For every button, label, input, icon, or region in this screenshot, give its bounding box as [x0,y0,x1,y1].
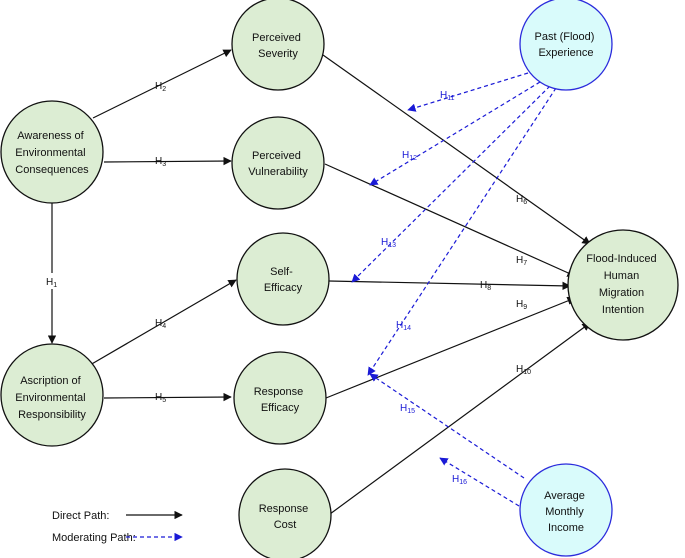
label-h10: H10 [516,364,531,376]
label-h5: H5 [155,392,166,404]
node-response-cost: Response Cost [238,468,332,558]
path-h13 [351,85,551,283]
path-h3 [103,156,232,166]
hypothesis-labels: H1 H2 H3 H4 H5 H6 H7 H8 H9 H10 H11 H12 H… [40,81,531,486]
svg-text:Ascription of Environmen: Ascription of Environmental Responsibili… [15,375,88,421]
path-h16 [439,457,520,507]
path-h9 [325,296,576,399]
svg-text:Perceived Vulnerability: Perceived Vulnerability [248,150,308,178]
node-ascription: Ascription of Environmental Responsibili… [0,343,104,447]
svg-text:Average Monthly In: Average Monthly Income [544,490,588,534]
path-h2 [92,49,232,119]
label-h15: H15 [400,403,415,415]
path-h5 [103,392,232,402]
label-h8: H8 [480,280,491,292]
svg-text:Past (Flood) Experience: Past (Flood) Experience [535,31,598,59]
node-perceived-vulnerability: Perceived Vulnerability [231,116,325,210]
label-h7: H7 [516,255,527,267]
label-h4: H4 [155,318,166,330]
label-h2: H2 [155,81,166,93]
svg-text:Awareness of Environment: Awareness of Environmental Consequences [15,130,89,176]
node-self-efficacy: Self- Efficacy [236,232,330,326]
direct-paths [47,49,591,515]
path-h15 [369,373,525,479]
label-h11: H11 [440,90,455,102]
path-h12 [369,81,541,186]
label-h1: H1 [46,277,57,289]
legend: Direct Path: Moderating Path: [52,510,183,544]
label-h12: H12 [402,150,417,162]
path-h11 [407,72,529,112]
label-h14: H14 [396,320,411,332]
moderating-paths [351,72,557,507]
node-average-monthly-income: Average Monthly Income [519,463,613,557]
path-h10 [329,322,591,515]
path-h8 [328,280,571,291]
legend-direct-label: Direct Path: [52,510,109,522]
node-migration-intention: Flood-Induced Human Migration Intention [567,229,679,341]
node-awareness: Awareness of Environmental Consequences [0,100,104,204]
label-h6: H6 [516,194,527,206]
node-perceived-severity: Perceived Severity [231,0,325,91]
label-h16: H16 [452,474,467,486]
path-h14 [367,87,557,376]
node-past-flood-experience: Past (Flood) Experience [519,0,613,91]
svg-text:Perceived Severity: Perceived Severity [252,32,304,60]
node-response-efficacy: Response Efficacy [233,351,327,445]
label-h3: H3 [155,156,166,168]
path-h4 [89,279,237,366]
svg-text:Response Cost: Response Cost [259,503,312,531]
svg-text:Self- Efficacy: Self- Efficacy [264,266,303,294]
path-h7 [324,163,576,277]
path-h6 [322,54,591,245]
label-h13: H13 [381,237,396,249]
legend-moderating-label: Moderating Path: [52,532,136,544]
label-h9: H9 [516,299,527,311]
svg-text:Response Efficacy: Response Efficacy [254,386,307,414]
svg-text:Flood-Induced Human: Flood-Induced Human Migration Intention [586,253,659,316]
